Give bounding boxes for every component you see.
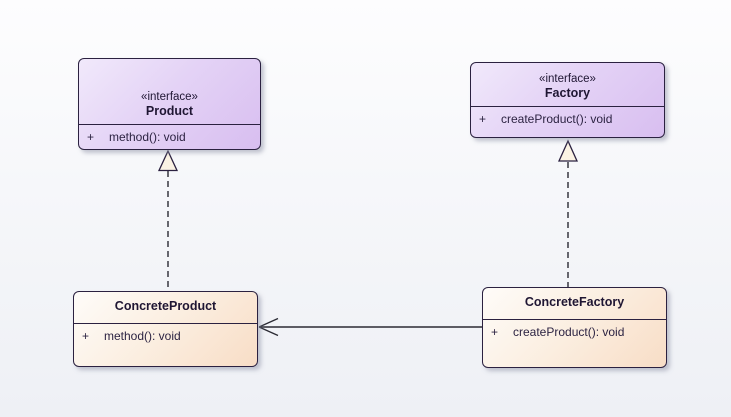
edge-dependency-concretefactory-concreteproduct[interactable] [258, 317, 482, 337]
class-header: ConcreteProduct [74, 292, 257, 324]
class-node-factory[interactable]: «interface» Factory + createProduct(): v… [470, 62, 665, 138]
method-row: + method(): void [74, 324, 257, 343]
class-name: Factory [544, 86, 591, 100]
class-node-product[interactable]: «interface» Product + method(): void [78, 58, 261, 150]
visibility-symbol: + [87, 130, 95, 144]
stereotype-label: «interface» [141, 91, 198, 103]
class-node-concrete-factory[interactable]: ConcreteFactory + createProduct(): void [482, 287, 667, 368]
method-row: + createProduct(): void [483, 320, 666, 339]
class-header: «interface» Product [79, 59, 260, 125]
class-name: ConcreteFactory [524, 295, 625, 309]
class-header: «interface» Factory [471, 63, 664, 107]
method-signature: method(): void [104, 329, 181, 343]
edge-realization-concreteproduct-product[interactable] [157, 149, 179, 291]
class-name: Product [145, 104, 194, 118]
edge-realization-concretefactory-factory[interactable] [557, 139, 579, 287]
hollow-triangle-arrowhead [557, 139, 579, 162]
visibility-symbol: + [491, 325, 499, 339]
method-row: + createProduct(): void [471, 107, 664, 126]
open-arrowhead [258, 317, 279, 337]
method-signature: createProduct(): void [513, 325, 625, 339]
method-row: + method(): void [79, 125, 260, 144]
stereotype-label: «interface» [539, 73, 596, 85]
method-signature: createProduct(): void [501, 112, 613, 126]
visibility-symbol: + [82, 329, 90, 343]
visibility-symbol: + [479, 112, 487, 126]
class-node-concrete-product[interactable]: ConcreteProduct + method(): void [73, 291, 258, 367]
class-header: ConcreteFactory [483, 288, 666, 320]
hollow-triangle-arrowhead [157, 149, 179, 172]
method-signature: method(): void [109, 130, 186, 144]
class-name: ConcreteProduct [114, 299, 217, 313]
